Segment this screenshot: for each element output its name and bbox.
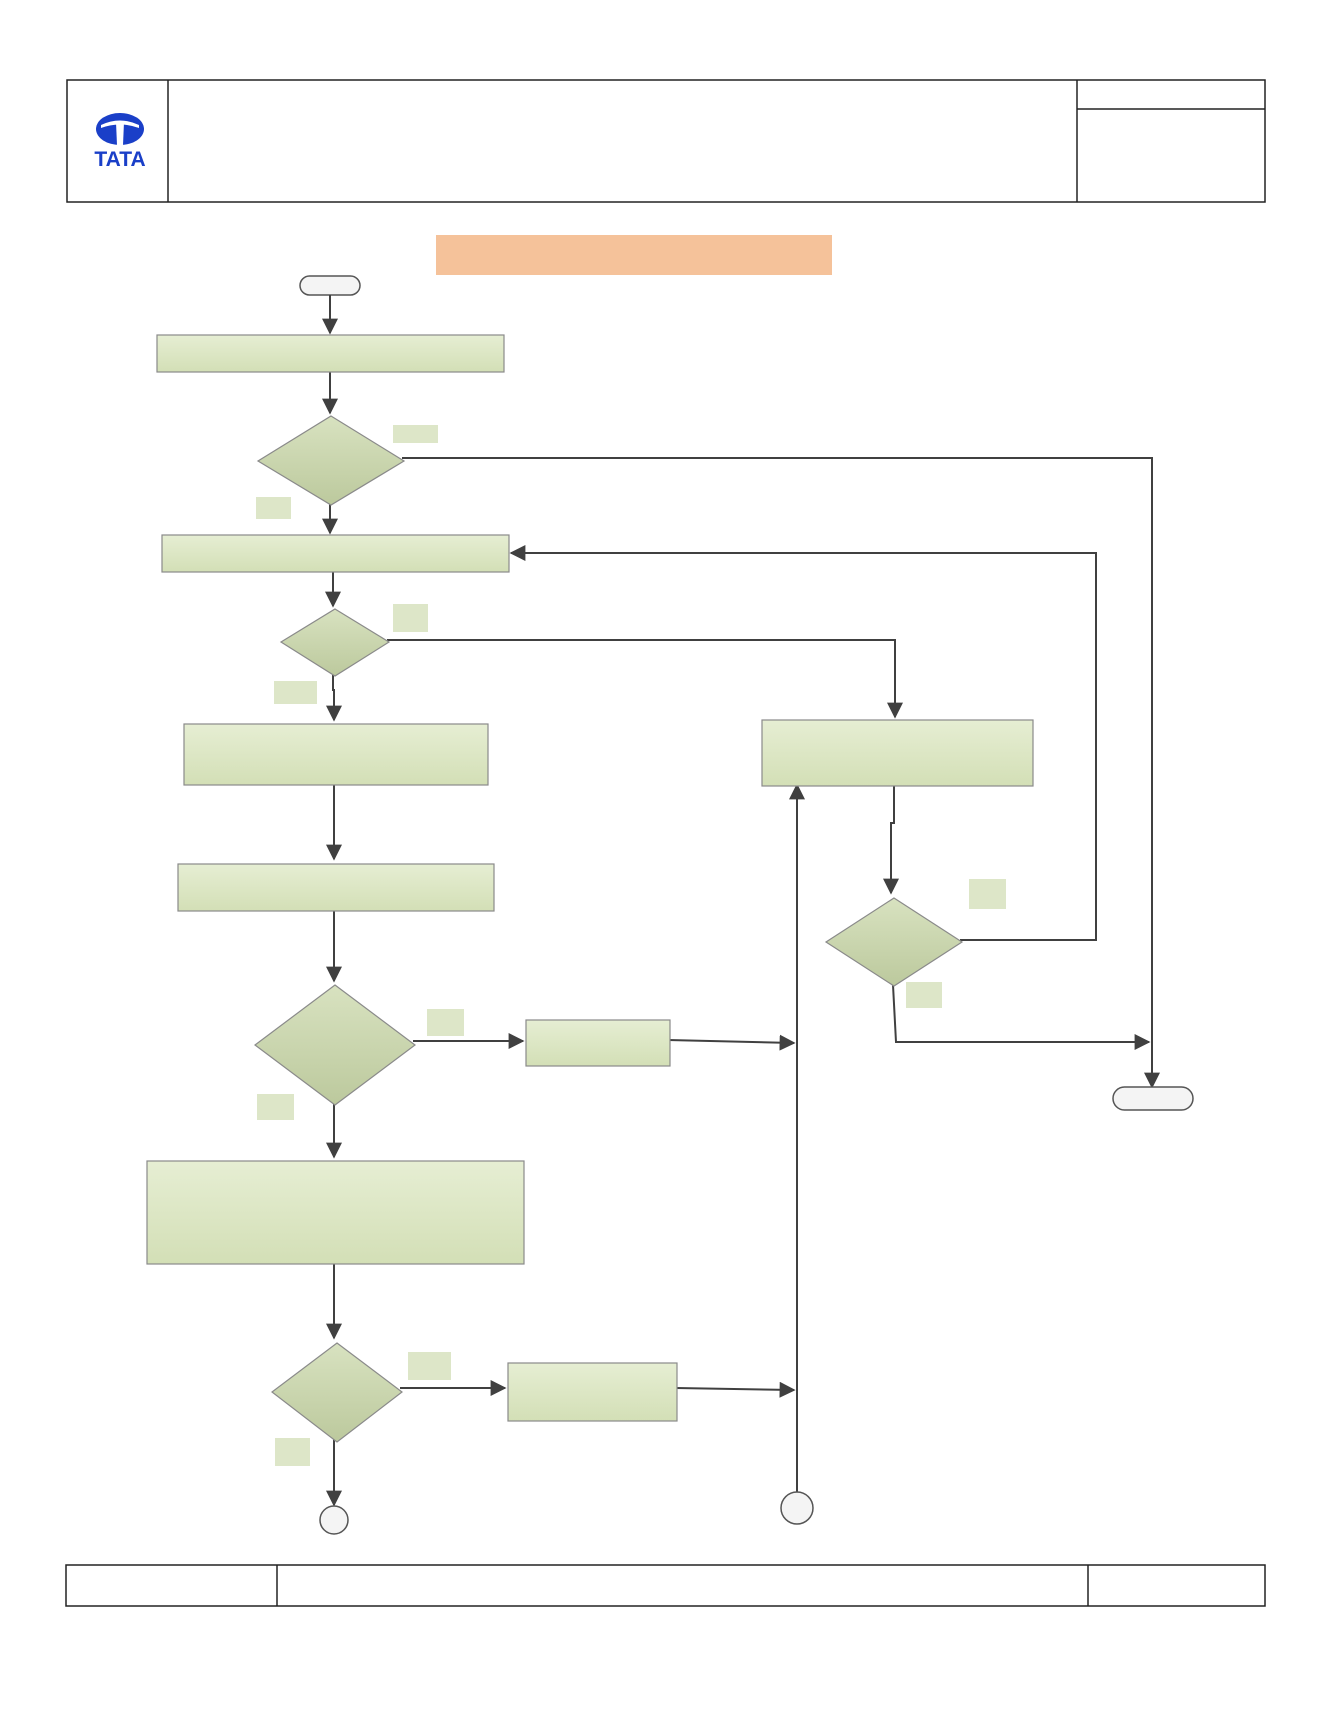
- decision-d2: [279, 608, 391, 677]
- edge-step5-return: [667, 1034, 796, 1051]
- process-box-step2: [161, 534, 510, 573]
- edge-label-d5-down: [906, 982, 942, 1008]
- end-terminator: [1112, 1086, 1194, 1111]
- edge-labels: [256, 425, 1006, 1466]
- tata-logo-text: TATA: [94, 148, 145, 171]
- edge-rstep-d5: [883, 785, 899, 895]
- process-boxes: [146, 334, 1034, 1422]
- edge-label-d5-right: [969, 879, 1006, 909]
- process-box-step4: [177, 863, 495, 912]
- process-box-step3: [183, 723, 489, 786]
- decision-d5: [824, 897, 964, 987]
- tata-logo: TATA: [94, 113, 146, 171]
- process-box-right-step: [761, 719, 1034, 787]
- edge-label-d3-right: [427, 1009, 464, 1036]
- decision-d3: [254, 984, 416, 1106]
- header-frame: [66, 79, 1266, 203]
- connector-circle-b: [780, 1491, 814, 1525]
- connector-circle-a: [319, 1505, 349, 1535]
- edge-label-d2-down: [274, 681, 317, 704]
- decision-diamonds: [254, 415, 964, 1443]
- decision-d4: [271, 1342, 403, 1443]
- decision-d1: [256, 415, 406, 506]
- start-terminator: [299, 275, 361, 296]
- document-footer: [65, 1564, 1266, 1607]
- process-box-step6: [146, 1160, 525, 1265]
- edge-d2-right-rstep: [387, 639, 903, 719]
- footer-frame: [65, 1564, 1266, 1607]
- edge-d2-step3: [326, 673, 342, 722]
- diagram-title-band: [436, 235, 832, 275]
- edge-step7-return: [675, 1381, 796, 1398]
- edge-d5-loop-step2: [509, 545, 1097, 941]
- edge-d5-down-end: [892, 984, 1151, 1050]
- edge-label-d3-down: [257, 1094, 294, 1120]
- edge-label-d1-right: [393, 425, 438, 443]
- process-box-step1: [156, 334, 505, 373]
- edge-d1-right-end: [402, 457, 1160, 1089]
- document-header: TATA: [66, 79, 1266, 203]
- edge-label-d2-right: [393, 604, 428, 632]
- connectors: [322, 295, 1160, 1507]
- edge-label-d4-down: [275, 1438, 310, 1466]
- edge-label-d1-down: [256, 497, 291, 519]
- process-box-step5: [525, 1019, 671, 1067]
- edge-label-d4-right: [408, 1352, 451, 1380]
- process-box-step7: [507, 1362, 678, 1422]
